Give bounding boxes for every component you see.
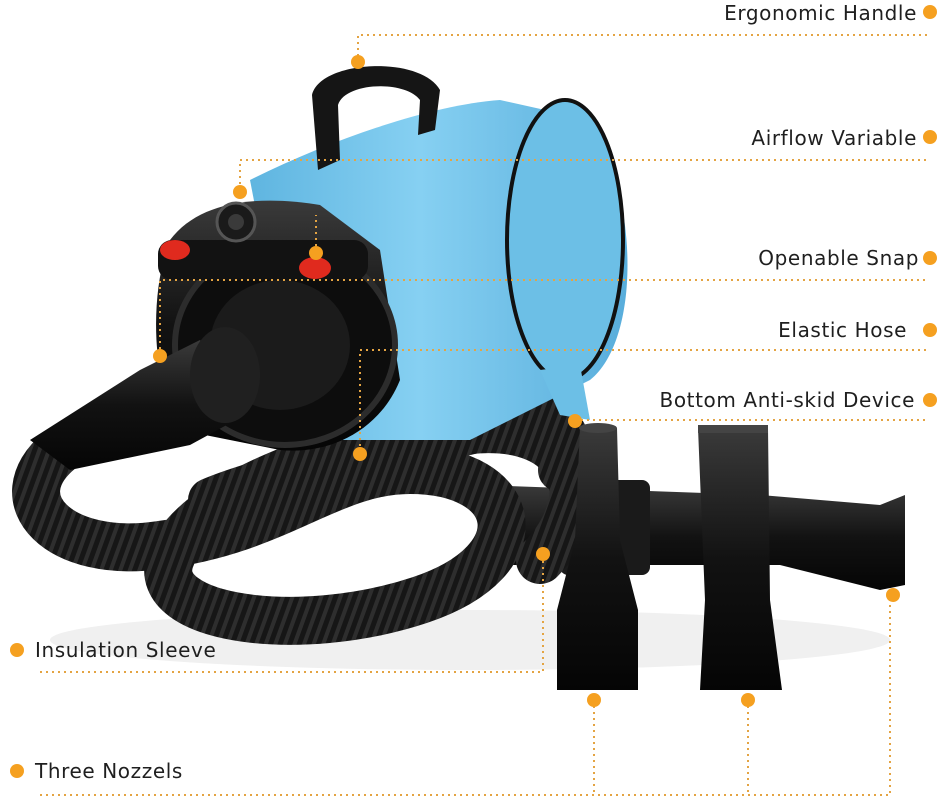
anti-skid-foot — [540, 365, 590, 420]
dot-wide-nozzle — [741, 693, 755, 707]
dial-center — [228, 214, 244, 230]
control-panel — [158, 240, 368, 280]
label-bottom-anti-skid-device: Bottom Anti-skid Device — [659, 388, 915, 412]
dot-label-hose — [923, 323, 937, 337]
dot-anti-skid — [568, 414, 582, 428]
front-housing — [156, 200, 400, 451]
dot-airflow — [233, 185, 247, 199]
dot-hose — [353, 447, 367, 461]
leader-airflow-variable — [239, 159, 928, 190]
dot-round-nozzle — [587, 693, 601, 707]
label-insulation-sleeve: Insulation Sleeve — [35, 638, 217, 662]
dot-airflow-button — [309, 246, 323, 260]
dot-flat-nozzle — [886, 588, 900, 602]
intake-nozzle — [30, 327, 260, 470]
dot-snap-left — [153, 349, 167, 363]
handle-icon — [312, 66, 440, 170]
leader-ergonomic-handle — [357, 34, 928, 62]
dot-label-insulation — [10, 643, 24, 657]
leader-openable-snap-left — [159, 279, 575, 355]
power-button-icon — [160, 240, 190, 260]
leader-elastic-hose — [359, 349, 928, 452]
dot-label-anti-skid — [923, 393, 937, 407]
round-nozzle — [557, 423, 638, 690]
label-elastic-hose: Elastic Hose — [778, 318, 907, 342]
dot-label-nozzels — [10, 764, 24, 778]
label-ergonomic-handle: Ergonomic Handle — [724, 1, 917, 25]
dot-label-airflow — [923, 130, 937, 144]
wide-nozzle — [698, 425, 782, 690]
dot-label-snap — [923, 251, 937, 265]
label-three-nozzels: Three Nozzels — [35, 759, 183, 783]
leader-lines — [40, 34, 928, 796]
dot-insulation — [536, 547, 550, 561]
label-airflow-variable: Airflow Variable — [751, 126, 917, 150]
dot-handle — [351, 55, 365, 69]
callout-dots — [10, 5, 937, 778]
heat-button-icon — [299, 257, 331, 279]
dot-label-handle — [923, 5, 937, 19]
leader-three-nozzels — [40, 595, 891, 796]
label-openable-snap: Openable Snap — [758, 246, 919, 270]
